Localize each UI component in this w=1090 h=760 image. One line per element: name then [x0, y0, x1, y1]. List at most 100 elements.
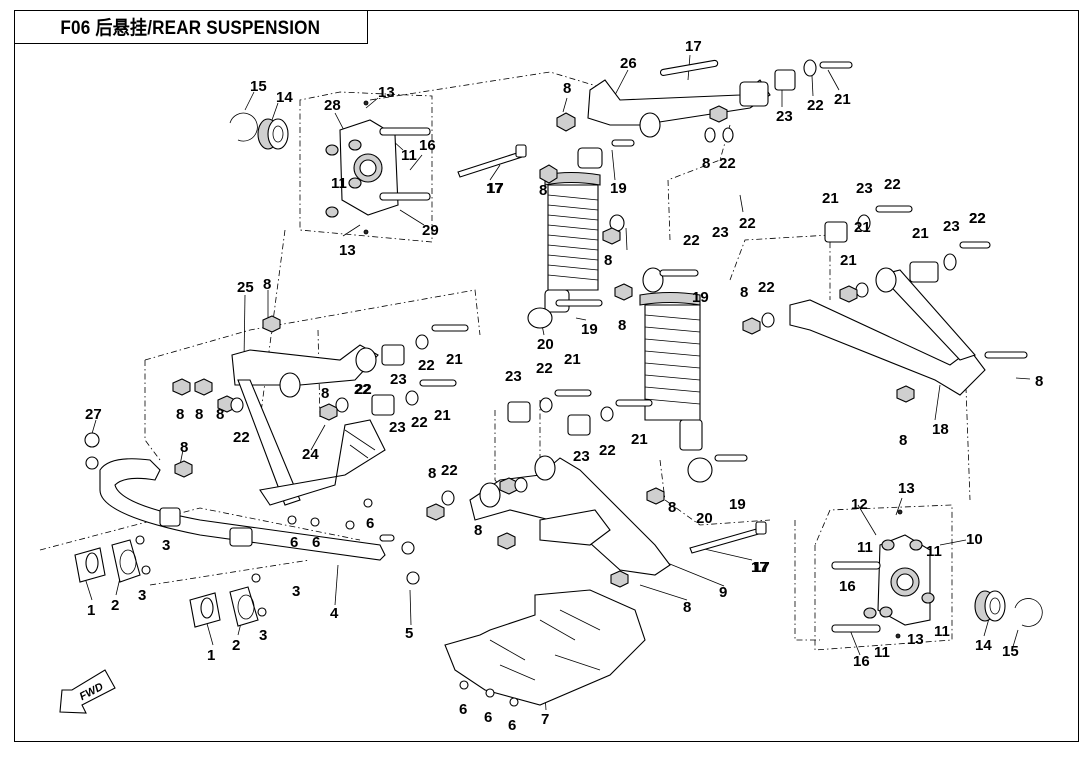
- center-trailing-arm: [426, 389, 767, 588]
- callout-label: 11: [857, 539, 873, 556]
- callout-label: 13: [339, 242, 356, 259]
- callout-label: 22: [599, 442, 616, 459]
- callout-label: 8: [180, 439, 188, 456]
- callout-label: 8: [618, 317, 626, 334]
- callout-label: 8: [474, 522, 482, 539]
- upper-a-arm: [556, 59, 853, 147]
- callout-label: 11: [874, 644, 890, 661]
- callout-label: 22: [418, 357, 435, 374]
- callout-label: 23: [943, 218, 960, 235]
- callout-label: 8: [539, 182, 547, 199]
- callout-label: 21: [822, 190, 839, 207]
- callout-label: 22: [739, 215, 756, 232]
- callout-label: 8: [683, 599, 691, 616]
- callout-label: 23: [389, 419, 406, 436]
- callout-label: 22: [354, 381, 371, 398]
- callout-label: 9: [719, 584, 727, 601]
- callout-label: 17: [487, 180, 504, 197]
- page-title: F06 后悬挂/REAR SUSPENSION: [60, 18, 321, 39]
- callout-label: 22: [683, 232, 700, 249]
- callout-label: 22: [536, 360, 553, 377]
- callout-label: 5: [405, 625, 413, 642]
- fwd-arrow: FWD: [59, 669, 116, 714]
- callout-label: 4: [330, 605, 339, 622]
- callout-label: 17: [486, 180, 503, 197]
- callout-label: 8: [428, 465, 436, 482]
- callout-label: 8: [740, 284, 748, 301]
- callout-label: 17: [751, 559, 768, 576]
- callout-label: 13: [378, 84, 395, 101]
- callout-label: 8: [216, 406, 224, 423]
- callout-label: 28: [324, 97, 341, 114]
- right-a-arm: [742, 205, 1028, 403]
- callout-label: 22: [719, 155, 736, 172]
- callout-label: 3: [259, 627, 267, 644]
- callout-label: 26: [620, 55, 637, 72]
- callout-label: 6: [459, 701, 467, 718]
- callout-label: 2: [232, 637, 240, 654]
- callout-label: 21: [840, 252, 857, 269]
- callout-label: 24: [302, 446, 319, 463]
- upper-bolt: [457, 144, 527, 178]
- title-box: F06 后悬挂/REAR SUSPENSION: [14, 10, 368, 44]
- callout-label: 8: [563, 80, 571, 97]
- callout-label: 22: [884, 176, 901, 193]
- callout-label: 23: [573, 448, 590, 465]
- callout-label: 22: [969, 210, 986, 227]
- callout-label: 8: [176, 406, 184, 423]
- skid-guard-left: [259, 419, 386, 530]
- callout-label: 6: [484, 709, 492, 726]
- callout-label: 13: [898, 480, 915, 497]
- callout-label: 3: [138, 587, 146, 604]
- callout-label: 19: [692, 289, 709, 306]
- callout-label: 8: [702, 155, 710, 172]
- callout-label: 23: [712, 224, 729, 241]
- callout-label: 14: [276, 89, 293, 106]
- shock-absorber-front: [614, 267, 748, 483]
- callout-label: 11: [926, 543, 942, 560]
- callout-label: 23: [390, 371, 407, 388]
- stabilizer-bar: [84, 432, 420, 585]
- callout-label: 29: [422, 222, 439, 239]
- callout-label: 19: [610, 180, 627, 197]
- callout-label: 6: [508, 717, 516, 734]
- callout-label: 23: [856, 180, 873, 197]
- callout-label: 11: [934, 623, 950, 640]
- callout-label: 11: [401, 147, 417, 164]
- callout-label: 15: [250, 78, 267, 95]
- bushings-clamps: [74, 535, 267, 628]
- left-knuckle-assembly: [229, 100, 431, 235]
- callout-label: 22: [355, 381, 372, 398]
- callout-label: 10: [966, 531, 983, 548]
- callout-label: 17: [685, 38, 702, 55]
- shock-absorber-rear: [527, 147, 625, 329]
- diagram-frame: [14, 10, 1079, 742]
- callout-label: 19: [729, 496, 746, 513]
- left-trailing-arm: [172, 315, 469, 506]
- callout-label: 8: [604, 252, 612, 269]
- callout-label: 3: [292, 583, 300, 600]
- callout-label: 6: [312, 534, 320, 551]
- callout-label: 22: [411, 414, 428, 431]
- callout-label: 27: [85, 406, 102, 423]
- callout-label: 21: [854, 219, 871, 236]
- callout-label: 7: [541, 711, 549, 728]
- callout-label: 8: [899, 432, 907, 449]
- callout-label: 21: [912, 225, 929, 242]
- callout-label: 13: [907, 631, 924, 648]
- callout-label: 14: [975, 637, 992, 654]
- callout-label: 22: [441, 462, 458, 479]
- callout-label: 21: [434, 407, 451, 424]
- callout-label: 8: [1035, 373, 1043, 390]
- callout-label: 21: [631, 431, 648, 448]
- callout-labels: 15 14 13 28 11 16 11 29 13 17 8 26 17 21…: [85, 38, 1043, 734]
- callout-label: 22: [807, 97, 824, 114]
- callout-label: 22: [758, 279, 775, 296]
- callout-label: 22: [233, 429, 250, 446]
- callout-label: 11: [331, 175, 347, 192]
- callout-label: 25: [237, 279, 254, 296]
- callout-label: 21: [564, 351, 581, 368]
- leader-lines: [84, 54, 1031, 711]
- right-knuckle-assembly: [831, 509, 1043, 639]
